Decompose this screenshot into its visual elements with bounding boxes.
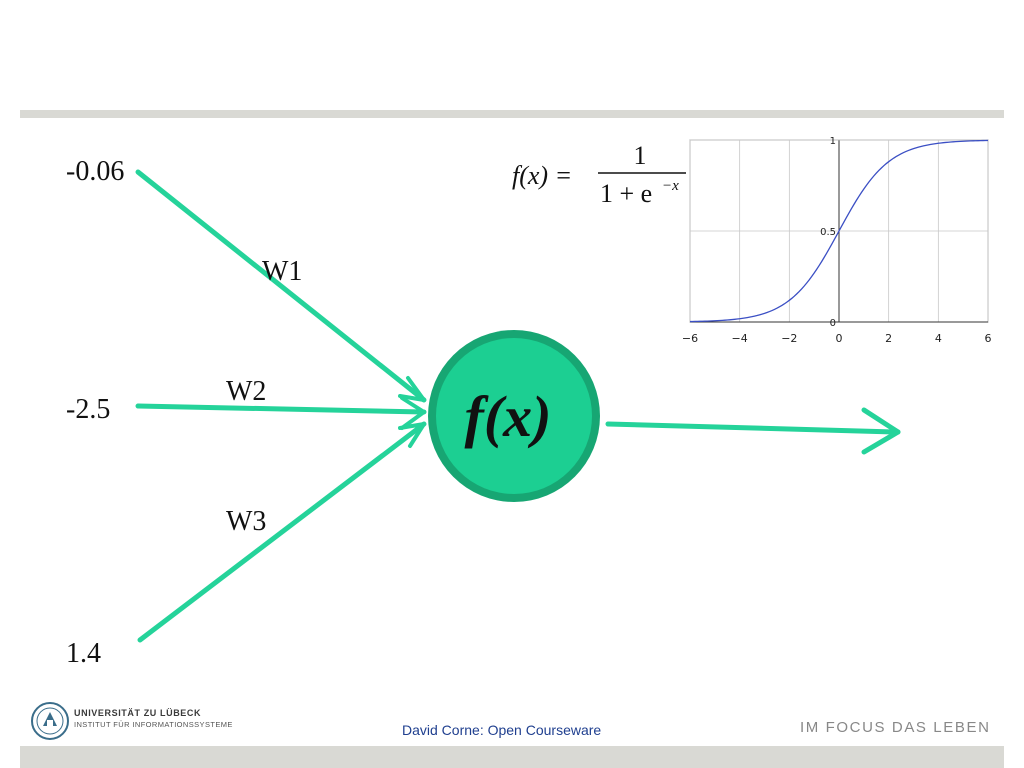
plot-y-ticks: 00.51 xyxy=(820,136,836,329)
output-arrow xyxy=(605,421,899,435)
neuron-body xyxy=(436,338,592,494)
input-value-3: 1.4 xyxy=(66,638,101,669)
plot-y-tick-label: 1 xyxy=(830,136,836,147)
bottom-bar xyxy=(20,746,1004,768)
sigmoid-formula: f(x) = 1 1 + e −x xyxy=(512,141,686,208)
university-name: UNIVERSITÄT ZU LÜBECK xyxy=(74,708,202,718)
weight-label-2: W2 xyxy=(226,376,267,407)
input-arrow-3 xyxy=(137,421,427,643)
university-logo: UNIVERSITÄT ZU LÜBECK INSTITUT FÜR INFOR… xyxy=(30,698,240,746)
plot-x-ticks: −6 −4 −2 0 2 4 6 xyxy=(682,332,992,345)
sigmoid-curve xyxy=(689,139,989,323)
weight-label-3: W3 xyxy=(226,506,267,537)
output-arrowhead xyxy=(861,407,901,455)
plot-x-tick-label: 6 xyxy=(985,332,992,345)
input-arrow-2 xyxy=(135,403,427,415)
slogan: IM FOCUS DAS LEBEN xyxy=(800,719,991,736)
formula-lhs: f(x) = xyxy=(512,161,572,190)
formula-numerator: 1 xyxy=(634,141,647,170)
plot-y-tick-label: 0.5 xyxy=(820,227,836,238)
institute-name: INSTITUT FÜR INFORMATIONSSYSTEME xyxy=(74,720,233,729)
university-seal-icon xyxy=(31,702,69,740)
formula-denominator: 1 + e xyxy=(600,179,652,208)
course-credit: David Corne: Open Courseware xyxy=(402,722,602,738)
plot-x-tick-label: −4 xyxy=(732,332,748,345)
input-value-2: -2.5 xyxy=(66,394,111,425)
plot-x-tick-label: −2 xyxy=(781,332,797,345)
weight-label-1: W1 xyxy=(262,256,303,287)
plot-x-tick-label: −6 xyxy=(682,332,698,345)
plot-x-tick-label: 0 xyxy=(836,332,843,345)
neuron-label: f(x) xyxy=(465,384,552,449)
plot-grid xyxy=(689,139,989,323)
plot-y-tick-label: 0 xyxy=(830,318,836,329)
formula-exponent: −x xyxy=(662,178,679,194)
input-arrowheads xyxy=(398,376,426,448)
input-arrow-1 xyxy=(135,169,427,403)
plot-x-tick-label: 4 xyxy=(935,332,942,345)
plot-x-tick-label: 2 xyxy=(885,332,892,345)
input-value-1: -0.06 xyxy=(66,156,125,187)
top-divider-bar xyxy=(20,110,1004,118)
